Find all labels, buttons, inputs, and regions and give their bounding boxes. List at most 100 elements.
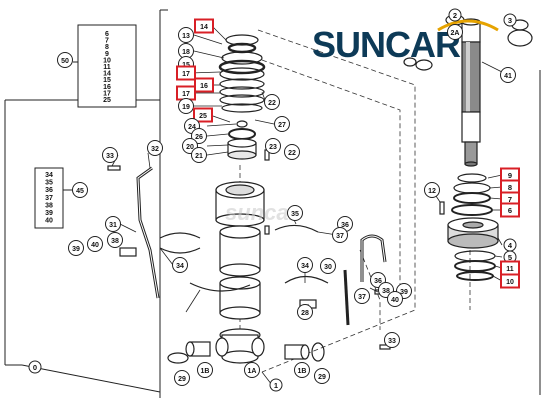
callout-circle [264, 94, 280, 110]
callout-2: 2 [448, 8, 462, 22]
callout-38a: 38 [107, 232, 123, 248]
piston-seals [451, 173, 493, 216]
callout-label: 18 [182, 49, 190, 56]
callout-label: 16 [200, 83, 208, 90]
callout-29a: 29 [174, 370, 190, 386]
callout-circle [424, 182, 440, 198]
kit-list-upper-item: 8 [105, 44, 109, 51]
callout-label: 6 [508, 206, 512, 215]
callout-label: 19 [182, 104, 190, 111]
callout-circle [178, 27, 194, 43]
kit-list-upper-item: 15 [103, 77, 111, 84]
callout-label: 11 [506, 266, 514, 273]
piston [447, 217, 499, 249]
callout-circle [387, 291, 403, 307]
callout-label: 33 [388, 338, 396, 345]
callout-label: 34 [301, 263, 309, 270]
callout-label: 27 [278, 122, 286, 129]
callout-circle [57, 52, 73, 68]
callout-33: 33 [102, 147, 118, 163]
callout-6: 6 [500, 202, 520, 218]
callout-1B-l: 1B [197, 362, 213, 378]
callout-circle [294, 362, 310, 378]
callout-21: 21 [191, 147, 207, 163]
callout-40b: 40 [387, 291, 403, 307]
callout-circle [172, 257, 188, 273]
kit-list-upper-item: 6 [105, 31, 109, 38]
kit-list-upper-item: 9 [105, 51, 109, 58]
callout-circle [265, 138, 281, 154]
callout-33b: 33 [384, 332, 400, 348]
piston-rings [454, 250, 496, 281]
callout-label: 50 [61, 58, 69, 65]
callout-28: 28 [297, 304, 313, 320]
callout-circle [447, 24, 463, 40]
callout-layer: 1413181517161719252422262021272322503332… [28, 8, 520, 392]
callout-circle [68, 240, 84, 256]
callout-label: 3 [508, 16, 512, 25]
callout-circle [297, 304, 313, 320]
callout-label: 37 [358, 294, 366, 301]
callout-label: 9 [508, 171, 512, 180]
brand-logo: SUNCAR [312, 19, 499, 65]
callout-25: 25 [193, 107, 213, 123]
callout-circle [28, 360, 42, 374]
callout-label: 1 [274, 381, 278, 390]
callout-circle [384, 332, 400, 348]
callout-label: 4 [508, 241, 513, 250]
callout-11: 11 [500, 260, 520, 276]
callout-40a: 40 [87, 236, 103, 252]
callout-label: 34 [176, 263, 184, 270]
callout-19: 19 [178, 98, 194, 114]
callout-label: 33 [106, 153, 114, 160]
callout-label: 39 [72, 246, 80, 253]
callout-circle [147, 140, 163, 156]
kit-list-upper-item: 14 [103, 71, 111, 78]
callout-16: 16 [194, 77, 214, 93]
callout-3: 3 [503, 13, 517, 27]
pipe-inner [137, 167, 386, 299]
callout-label: 41 [504, 73, 512, 80]
callout-label: 12 [428, 188, 436, 195]
callout-35: 35 [287, 205, 303, 221]
callout-circle [107, 232, 123, 248]
callout-50: 50 [57, 52, 73, 68]
callout-label: 39 [400, 289, 408, 296]
kit-list-upper-item: 17 [103, 90, 111, 97]
pipe-clamps [119, 224, 329, 309]
callout-label: 40 [391, 297, 399, 304]
kit-list-left-item: 34 [45, 172, 53, 179]
callout-2A: 2A [447, 24, 463, 40]
callout-circle [287, 205, 303, 221]
callout-label: 7 [508, 195, 512, 204]
callout-label: 35 [291, 211, 299, 218]
callout-label: 32 [151, 146, 159, 153]
callout-label: 17 [182, 71, 190, 78]
callout-label: 0 [33, 363, 37, 372]
kit-list-left-item: 36 [45, 187, 53, 194]
callout-circle [105, 216, 121, 232]
seal-stack-upper [218, 34, 266, 140]
callout-circle [174, 370, 190, 386]
kit-list-upper-item: 10 [103, 57, 111, 64]
kit-list-left-item: 39 [45, 210, 53, 217]
callout-box [194, 18, 214, 34]
kit-list-left-item: 37 [45, 195, 53, 202]
callout-label: 38 [111, 238, 119, 245]
callout-circle [72, 182, 88, 198]
callout-circle [87, 236, 103, 252]
callout-26: 26 [191, 128, 207, 144]
brand-logo-text: SUNCAR [312, 24, 461, 65]
callout-34a: 34 [172, 257, 188, 273]
callout-23: 23 [265, 138, 281, 154]
gland-head [227, 138, 257, 160]
callout-label: 30 [324, 264, 332, 271]
callout-box [500, 202, 520, 218]
callout-30: 30 [320, 258, 336, 274]
callout-label: 22 [268, 100, 276, 107]
kit-list-upper-item: 11 [103, 64, 111, 71]
kit-list-left-item: 40 [45, 218, 53, 225]
callout-circle [320, 258, 336, 274]
callout-box [194, 77, 214, 93]
